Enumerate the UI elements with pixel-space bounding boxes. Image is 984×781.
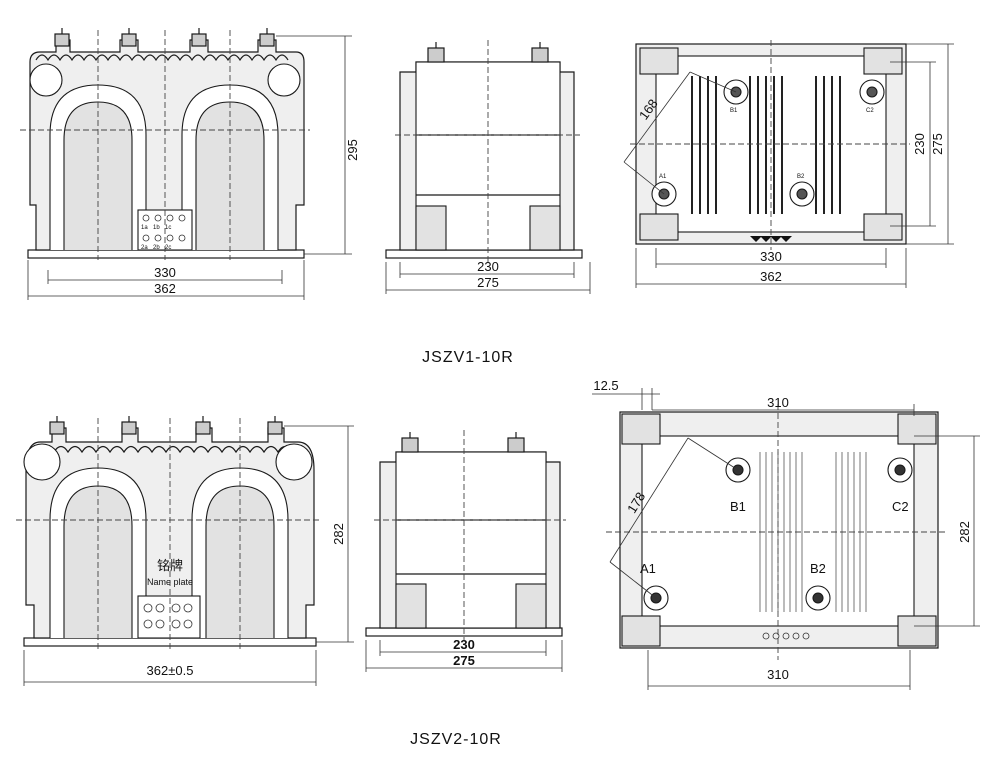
top-front-view: 1a 1b 1c 2a 2b 2c 295 330 362 [20,28,360,300]
terminal-label-c2: C2 [892,499,909,514]
terminal-label-b1: B1 [730,499,746,514]
dim-inner-width: 330 [154,265,176,280]
dim-outer-width: 362 [154,281,176,296]
terminal-label-b2: B2 [810,561,826,576]
terminal-strip-label: 1b [153,225,160,231]
dim-outer-height: 275 [930,133,945,155]
terminal-label-c2: C2 [866,108,874,114]
top-plan-view: B1 C2 A1 B2 168 230 275 330 362 [623,40,954,288]
dim-width: 362±0.5 [147,663,194,678]
terminal-strip-label: 1a [141,225,148,231]
terminal-label-a1: A1 [659,174,667,180]
top-side-view: 230 275 [385,40,591,294]
terminal-strip-label: 1c [165,225,171,231]
dim-inner-width: 330 [760,249,782,264]
dim-width: 310 [767,667,789,682]
bottom-plan-view: B1 C2 A1 B2 178 12.5 310 282 310 [592,378,980,690]
dim-height: 282 [331,523,346,545]
terminal-strip-label: 2b [153,245,160,251]
dim-outer-width: 275 [477,275,499,290]
dim-outer-width: 275 [453,653,475,668]
terminal-label-a1: A1 [640,561,656,576]
terminal-label-b2: B2 [797,174,805,180]
dim-top-width: 310 [767,395,789,410]
dim-height: 295 [345,139,360,161]
dim-inner-width: 230 [453,637,475,652]
top-caption: JSZV1-10R [422,349,514,366]
dim-inner-height: 230 [912,133,927,155]
terminal-strip-label: 2a [141,245,148,251]
bottom-front-view: 铭牌 Name plate 282 362±0.5 [16,416,354,686]
dim-height: 282 [957,521,972,543]
terminal-label-b1: B1 [730,108,738,114]
bottom-side-view: 230 275 [365,430,566,672]
bottom-caption: JSZV2-10R [410,731,502,748]
dim-outer-width: 362 [760,269,782,284]
dim-top-offset: 12.5 [593,378,618,393]
terminal-strip-label: 2c [165,245,171,251]
dim-inner-width: 230 [477,259,499,274]
